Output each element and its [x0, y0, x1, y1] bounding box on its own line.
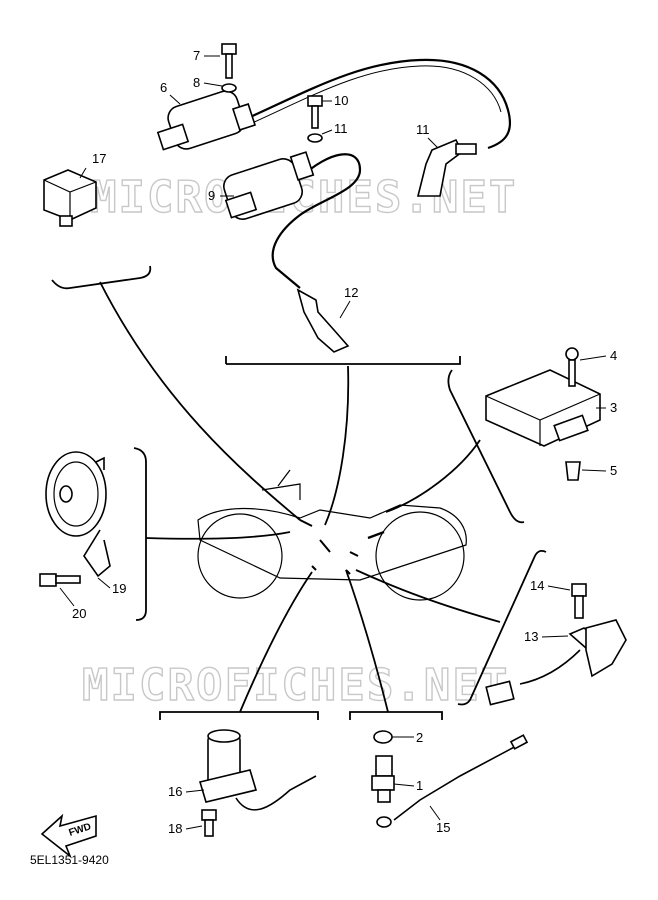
callout-11: 11 [334, 121, 348, 136]
part-code: 5EL1351-9420 [30, 853, 109, 867]
rectifier-regulator-3 [485, 369, 601, 447]
ignition-coil-9 [223, 151, 315, 220]
callout-labels: 7 8 6 10 11 11 17 9 12 4 3 5 19 20 14 13… [59, 48, 617, 836]
ignition-coil-6 [156, 90, 257, 151]
callout-1: 1 [416, 778, 423, 793]
callout-7: 7 [193, 48, 200, 63]
bolt-7 [221, 43, 237, 79]
callout-8: 8 [193, 75, 200, 90]
callout-5: 5 [610, 463, 617, 478]
collar-5 [565, 461, 581, 481]
callout-13: 13 [524, 629, 538, 644]
callout-3: 3 [610, 400, 617, 415]
connector-lines [99, 281, 501, 713]
plug-cap-12-lower [296, 288, 350, 353]
callout-12-right: 11 [416, 122, 430, 137]
callout-15: 15 [436, 820, 450, 835]
bolt-17 [201, 809, 217, 837]
callout-2: 2 [416, 730, 423, 745]
callout-19: 19 [112, 581, 126, 596]
speed-sensor-13 [485, 619, 627, 706]
callout-12-lower: 12 [344, 285, 358, 300]
callout-6: 6 [160, 80, 167, 95]
callout-16: 16 [168, 784, 182, 799]
bolt-10 [307, 95, 323, 129]
callout-17: 18 [168, 821, 182, 836]
bolt-4 [565, 347, 579, 387]
ignition-coil-group [43, 43, 512, 353]
motorcycle-silhouette [197, 469, 467, 601]
callout-10: 10 [334, 93, 348, 108]
horn-19 [45, 451, 111, 578]
bolt-14 [571, 583, 587, 619]
forward-direction-arrow: FWD [40, 813, 97, 859]
neutral-switch-1 [371, 730, 395, 803]
callout-9: 9 [208, 188, 215, 203]
group-brackets [133, 356, 547, 720]
callout-18: 17 [92, 151, 106, 166]
starter-switch-16 [198, 729, 317, 811]
plug-cap-12-right [416, 138, 477, 197]
washer-11 [307, 133, 323, 143]
callout-14: 14 [530, 578, 544, 593]
relay-18 [43, 169, 97, 227]
watermark-top: MICROFICHES.NET [90, 172, 517, 223]
callout-4: 4 [610, 348, 617, 363]
callout-20: 20 [72, 606, 86, 621]
bolt-20 [39, 573, 81, 587]
watermark-bottom: MICROFICHES.NET [82, 660, 509, 711]
washer-8 [221, 83, 237, 93]
lead-wire-15 [376, 734, 529, 828]
